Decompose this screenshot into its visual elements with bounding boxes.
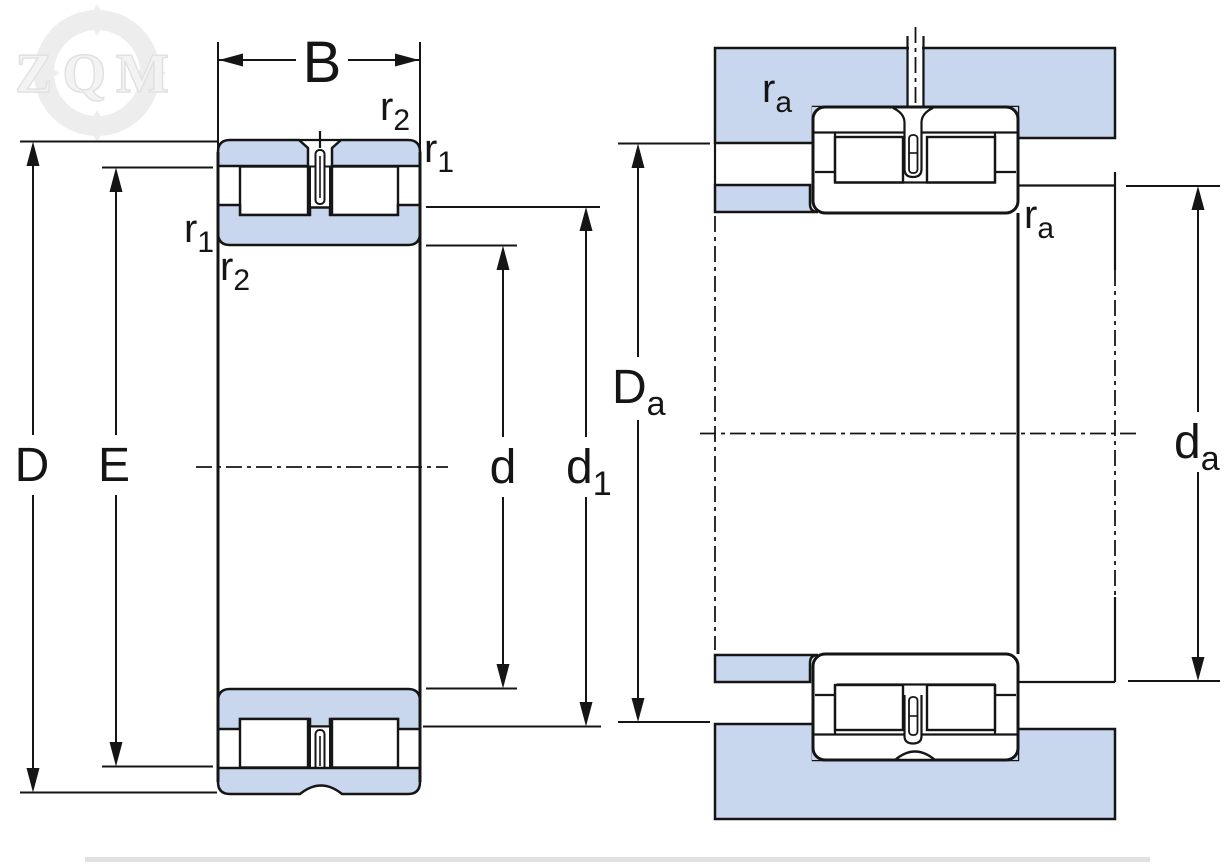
roller-bottom-right-mounted [925,683,997,732]
cage-slot-bottom [309,725,331,774]
dimension-Da: Da [612,142,710,723]
right-figure-mounting-diagram [700,27,1136,821]
dimension-d: d [426,244,517,690]
label-d: d [490,441,517,494]
label-da: da [1174,416,1220,478]
label-D: D [15,439,50,492]
label-r1-left: r1 [184,207,214,259]
label-E: E [98,439,130,492]
label-r2-left: r2 [220,245,250,297]
bottom-edge-artifact [85,857,1150,862]
dimension-d1: d1 [423,206,612,728]
shaft-abutment-top-left [713,183,819,214]
outer-ring-top [216,131,422,168]
zqm-watermark-logo: ZQM [14,4,179,142]
dimension-E: E [98,166,213,768]
watermark-balls [28,4,166,142]
roller-bottom-left [238,717,310,769]
roller-top-right [330,165,400,217]
label-d1: d1 [566,441,612,503]
dimension-D: D [15,140,217,794]
dimension-B: B [217,30,421,150]
watermark-text: ZQM [15,43,179,105]
bearing-section-top [811,105,1020,215]
shaft-abutment-bottom-left [713,653,819,684]
label-r2-top: r2 [380,85,410,137]
roller-top-right-mounted [925,135,997,184]
dimension-da: da [1126,185,1220,682]
corner-radius-labels-left-figure: r2 r1 r1 r2 [184,85,454,297]
label-B: B [303,30,342,95]
housing-shaft-boundary-lines [713,143,1117,682]
label-ra-right: ra [1024,193,1054,245]
fillet-radius-labels-right-figure: ra ra [762,67,1054,245]
cage-slot-top-right-figure [903,132,923,179]
cage-slot-top [309,149,331,209]
lubrication-funnel [892,106,934,132]
roller-top-left-mounted [833,135,905,184]
od-lubrication-groove-arc [891,750,939,762]
label-ra-top: ra [762,67,792,119]
roller-bottom-right [330,717,400,769]
label-Da: Da [612,361,666,423]
roller-top-left [238,165,310,217]
roller-bottom-left-mounted [833,683,905,732]
cage-slot-bottom-right-figure [903,695,923,745]
left-figure-bearing-cross-section [196,131,448,796]
outer-ring-bottom [216,766,422,796]
inner-ring-top [216,203,422,247]
label-r1-top-right: r1 [424,127,454,179]
bearing-section-bottom [811,652,1020,762]
